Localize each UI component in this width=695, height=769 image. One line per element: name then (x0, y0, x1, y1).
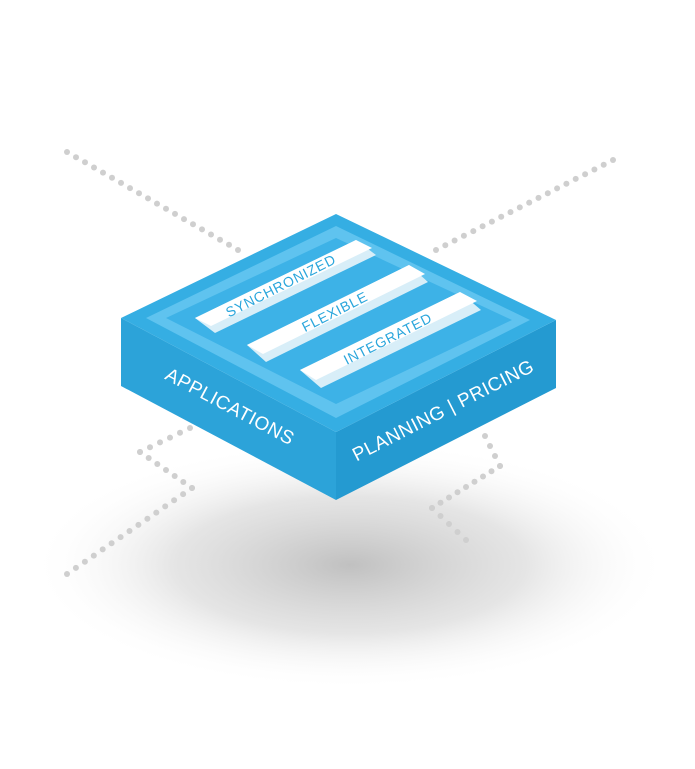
connector-dot (147, 444, 153, 451)
connector-dot (554, 185, 561, 192)
connector-dot (544, 190, 551, 197)
connector-dot (117, 534, 124, 541)
connector-dot (572, 175, 579, 182)
connector-dot (181, 216, 187, 223)
connector-dot (127, 185, 133, 192)
connector-dot (145, 195, 151, 202)
connector-dot (454, 489, 461, 496)
connector-dot (208, 231, 214, 238)
connector-dot (189, 485, 195, 491)
connector-dot (81, 558, 88, 565)
platform-box: SYNCHRONIZED FLEXIBLE INTEGRATED APPLICA… (121, 214, 556, 500)
connector-dot (437, 513, 444, 519)
connector-dot (479, 223, 486, 230)
connector-dot (162, 503, 169, 510)
connector-dot (446, 494, 452, 501)
connector-dot (109, 174, 115, 181)
connector-dot (190, 221, 196, 228)
connector-dot (157, 439, 163, 446)
connector-dot (108, 540, 115, 547)
connector-dot (497, 463, 503, 469)
connector-dot (480, 473, 486, 480)
connector-dot (171, 473, 178, 479)
connector-dot (153, 509, 160, 516)
connector-dot (610, 157, 616, 163)
connector-dot (429, 505, 435, 511)
connector-dot (144, 515, 151, 522)
connector-dot (171, 497, 178, 504)
connector-dot (180, 479, 187, 485)
connector-dot (437, 499, 444, 506)
connector-dot (226, 241, 232, 248)
connector-dot (507, 209, 514, 216)
floor-shadow (30, 440, 670, 690)
connector-dot (136, 190, 142, 197)
connector-dot (582, 171, 589, 178)
connector-dot (516, 204, 523, 211)
connector-dot (135, 521, 142, 528)
connector-dot (470, 228, 477, 235)
connector-dot (180, 491, 187, 498)
connector-dot (177, 429, 183, 436)
connector-dot (487, 443, 493, 449)
connector-dot (488, 468, 495, 475)
connector-dot (72, 564, 79, 571)
connector-dot (167, 434, 173, 441)
connector-dot (163, 205, 169, 212)
connector-dot (454, 529, 461, 535)
connector-dot (526, 199, 533, 206)
connector-dot (217, 236, 223, 243)
bar-flexible: FLEXIBLE (247, 265, 428, 362)
connector-dot (64, 149, 70, 155)
connector-dot (91, 164, 97, 171)
platform-right-face (336, 320, 556, 500)
connector-dot (498, 213, 505, 220)
connector-dot (145, 455, 152, 461)
connector-dot (460, 232, 467, 239)
connector-dot (600, 161, 607, 168)
connector-dot (482, 433, 488, 439)
connector-dot (73, 154, 79, 161)
dotted-connector-lines (64, 149, 616, 577)
connector-dot (535, 194, 542, 201)
connector-dot (446, 521, 452, 527)
connector-dot (172, 210, 178, 217)
connector-dot (100, 169, 106, 176)
connector-dot (591, 166, 598, 173)
connector-dot (64, 571, 70, 577)
connector-dot (463, 484, 469, 490)
connector-dot (463, 537, 469, 543)
connector-dot (154, 200, 160, 207)
connector-dot (471, 478, 478, 485)
connector-dot (187, 425, 193, 431)
connector-dot (235, 247, 241, 253)
connector-dot (99, 546, 106, 553)
connector-dot (488, 218, 495, 225)
connector-dot (82, 159, 88, 166)
connector-dot (442, 242, 449, 249)
connector-dot (137, 449, 143, 455)
connector-dot (563, 180, 570, 187)
connector-dot (451, 237, 458, 244)
platform-left-face (121, 318, 336, 500)
connector-dot (199, 226, 205, 233)
connector-dot (163, 467, 169, 473)
connector-dot (154, 461, 161, 467)
connector-dot (118, 179, 124, 186)
connector-dot (492, 453, 498, 459)
connector-dot (90, 552, 97, 559)
connector-dot (126, 528, 133, 534)
connector-dot (433, 247, 439, 253)
